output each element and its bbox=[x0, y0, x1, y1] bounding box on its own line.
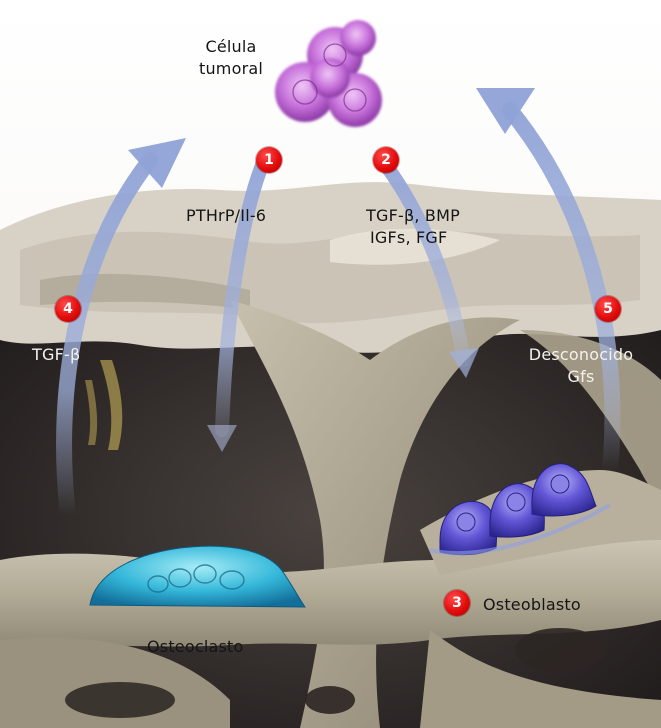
step-4-factor-line-1: TGF-β bbox=[32, 344, 80, 366]
step-2-factor-line-1: TGF-β, BMP bbox=[366, 205, 460, 227]
step-4-factors: TGF-β bbox=[32, 344, 80, 366]
osteoblast-label: Osteoblasto bbox=[483, 594, 581, 616]
step-1-factor-line-1: PTHrP/Il-6 bbox=[186, 205, 266, 227]
osteoclast-label: Osteoclasto bbox=[147, 636, 243, 658]
tumor-cell-label: Célula tumoral bbox=[186, 36, 276, 80]
step-2-factors: TGF-β, BMP IGFs, FGF bbox=[366, 205, 460, 249]
step-3-badge: 3 bbox=[444, 590, 470, 616]
step-2-factor-line-2: IGFs, FGF bbox=[370, 227, 460, 249]
step-5-badge: 5 bbox=[595, 296, 621, 322]
step-2-badge: 2 bbox=[373, 147, 399, 173]
step-5-factors: Desconocido Gfs bbox=[516, 344, 646, 388]
tumor-cell-label-line-1: Célula bbox=[186, 36, 276, 58]
step-5-factor-line-2: Gfs bbox=[516, 366, 646, 388]
tumor-cell-label-line-2: tumoral bbox=[186, 58, 276, 80]
step-4-badge: 4 bbox=[55, 296, 81, 322]
step-5-factor-line-1: Desconocido bbox=[516, 344, 646, 366]
step-1-badge: 1 bbox=[256, 147, 282, 173]
step-1-factors: PTHrP/Il-6 bbox=[186, 205, 266, 227]
